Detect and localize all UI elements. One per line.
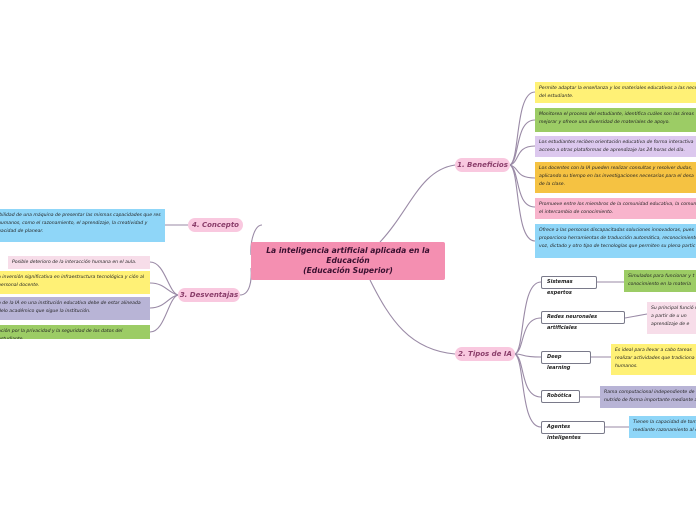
benefit-item[interactable]: Ofrece a las personas discapacitadas sol… [535, 224, 696, 258]
central-topic[interactable]: La inteligencia artificial aplicada en l… [251, 242, 445, 280]
connector-disadvantages [239, 267, 252, 296]
type-description[interactable]: Simulados para funcionar y t de conocimi… [624, 270, 696, 292]
central-title: La inteligencia artificial aplicada en l… [266, 246, 430, 265]
type-description[interactable]: Tienen la capacidad de toma mediante raz… [629, 416, 696, 438]
type-description[interactable]: Rama computacional independiente de la n… [600, 386, 696, 408]
type-node[interactable]: Robótica [541, 390, 580, 403]
disadvantage-item[interactable]: ación por la privacidad y la seguridad d… [0, 325, 150, 339]
type-description[interactable]: Su principal funció nueva a partir de u … [647, 302, 696, 334]
type-description[interactable]: Es ideal para llevar a cabo tareas reali… [611, 344, 696, 375]
type-node[interactable]: Redes neuronales artificiales [541, 311, 625, 331]
type-node[interactable]: Agentes inteligentes [541, 421, 605, 441]
disadvantage-item[interactable]: o de la IA en una institución educativa … [0, 297, 150, 320]
concept-text[interactable]: ibilidad de una máquina de presentar las… [0, 209, 165, 242]
branch-benefits[interactable]: 1. Beneficios [455, 158, 510, 172]
connector-benefits [379, 164, 456, 243]
benefit-item[interactable]: Los docentes con la IA pueden realizar c… [535, 162, 696, 193]
type-node[interactable]: Sistemas expertos [541, 276, 597, 296]
benefit-item[interactable]: Permite adaptar la enseñanza y los mater… [535, 82, 696, 103]
disadvantage-item[interactable]: Posible deterioro de la interacción huma… [8, 256, 150, 269]
benefit-item[interactable]: Los estudiantes reciben orientación educ… [535, 136, 696, 157]
branch-types[interactable]: 2. Tipos de IA [455, 347, 515, 361]
branch-disadvantages[interactable]: 3. Desventajas [178, 288, 240, 302]
disadvantage-item[interactable]: a inversión significativa en infraestruc… [0, 271, 150, 294]
connector-concept [250, 224, 263, 256]
benefit-item[interactable]: Monitorea el proceso del estudiante, ide… [535, 108, 696, 132]
branch-concept[interactable]: 4. Concepto [188, 218, 243, 232]
central-subtitle: (Educación Superior) [303, 266, 393, 275]
benefit-item[interactable]: Promueve entre los miembros de la comuni… [535, 198, 696, 219]
type-node[interactable]: Deep learning [541, 351, 591, 371]
connector-types [369, 279, 456, 355]
